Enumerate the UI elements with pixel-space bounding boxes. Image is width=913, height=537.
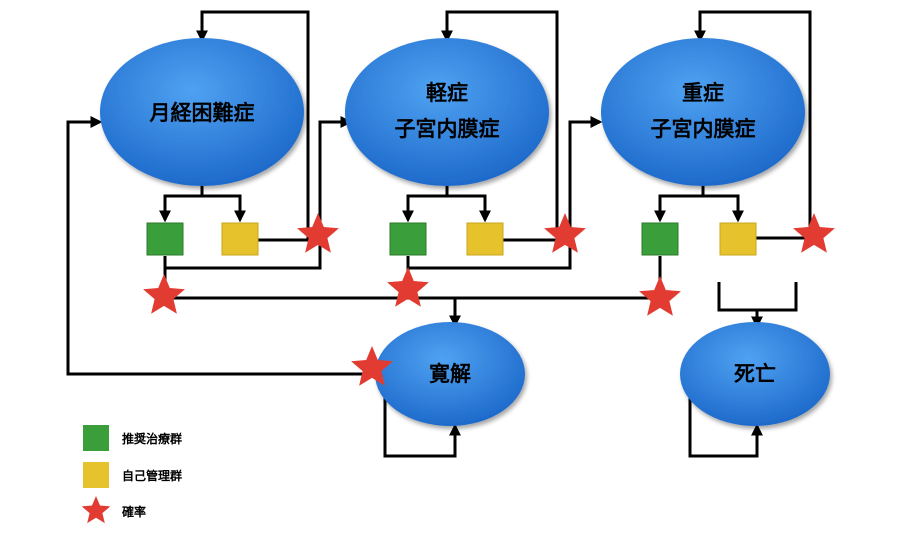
state-death: 死亡: [680, 322, 830, 426]
dysmenorrhea-branch-arrow: [159, 186, 204, 223]
probability-star-icon: [793, 213, 835, 253]
probability-star-icon: [143, 274, 185, 314]
death-loop-arrow: [688, 398, 763, 458]
recommended-square-icon: [146, 222, 184, 256]
probability-stars: [143, 213, 835, 386]
treatment-squares: [146, 222, 757, 256]
state-label: 軽症: [426, 81, 468, 105]
severe-branch-arrow-2: [703, 194, 744, 223]
probability-star-icon: [387, 267, 429, 307]
severe-loop-arrow: [694, 10, 812, 240]
legend: 推奨治療群 自己管理群 確率: [81, 425, 182, 524]
yellow-square-icon: [83, 462, 109, 488]
state-dysmenorrhea: 月経困難症: [100, 38, 304, 186]
legend-label-recommended: 推奨治療群: [122, 431, 182, 446]
legend-label-self-managed: 自己管理群: [122, 468, 182, 483]
self-managed-square-icon: [466, 222, 504, 256]
severe-branch-arrow: [654, 186, 705, 223]
green-square-icon: [83, 425, 109, 451]
probability-star-icon: [639, 276, 681, 316]
self-managed-square-icon: [719, 222, 757, 256]
state-label: 寛解: [429, 362, 471, 386]
to-death-bracket: [717, 282, 798, 312]
state-label: 死亡: [734, 362, 776, 386]
state-label: 月経困難症: [149, 101, 255, 125]
mild-branch-arrow-2: [447, 194, 491, 223]
mild-branch-arrow: [402, 186, 449, 223]
probability-star-icon: [544, 213, 586, 253]
state-mild-endometriosis: 軽症 子宮内膜症: [345, 38, 549, 186]
mild-to-severe-arrow: [406, 116, 603, 270]
mild-loop-arrow: [441, 10, 559, 242]
state-severe-endometriosis: 重症 子宮内膜症: [601, 38, 805, 186]
red-star-icon: [81, 496, 111, 524]
dysmenorrhea-loop-arrow: [196, 10, 310, 242]
recommended-square-icon: [389, 222, 427, 256]
self-managed-square-icon: [221, 222, 259, 256]
remission-loop-arrow: [383, 398, 461, 458]
state-label: 子宮内膜症: [395, 117, 500, 141]
state-label: 子宮内膜症: [651, 117, 756, 141]
state-label: 重症: [682, 81, 724, 105]
dysmenorrhea-branch-arrow-2: [202, 194, 246, 223]
remission-to-dysmenorrhea-arrow: [66, 116, 378, 376]
recommended-square-icon: [641, 222, 679, 256]
probability-star-icon: [351, 346, 393, 386]
state-remission: 寛解: [375, 322, 525, 426]
legend-label-probability: 確率: [122, 504, 146, 519]
probability-star-icon: [297, 213, 339, 253]
